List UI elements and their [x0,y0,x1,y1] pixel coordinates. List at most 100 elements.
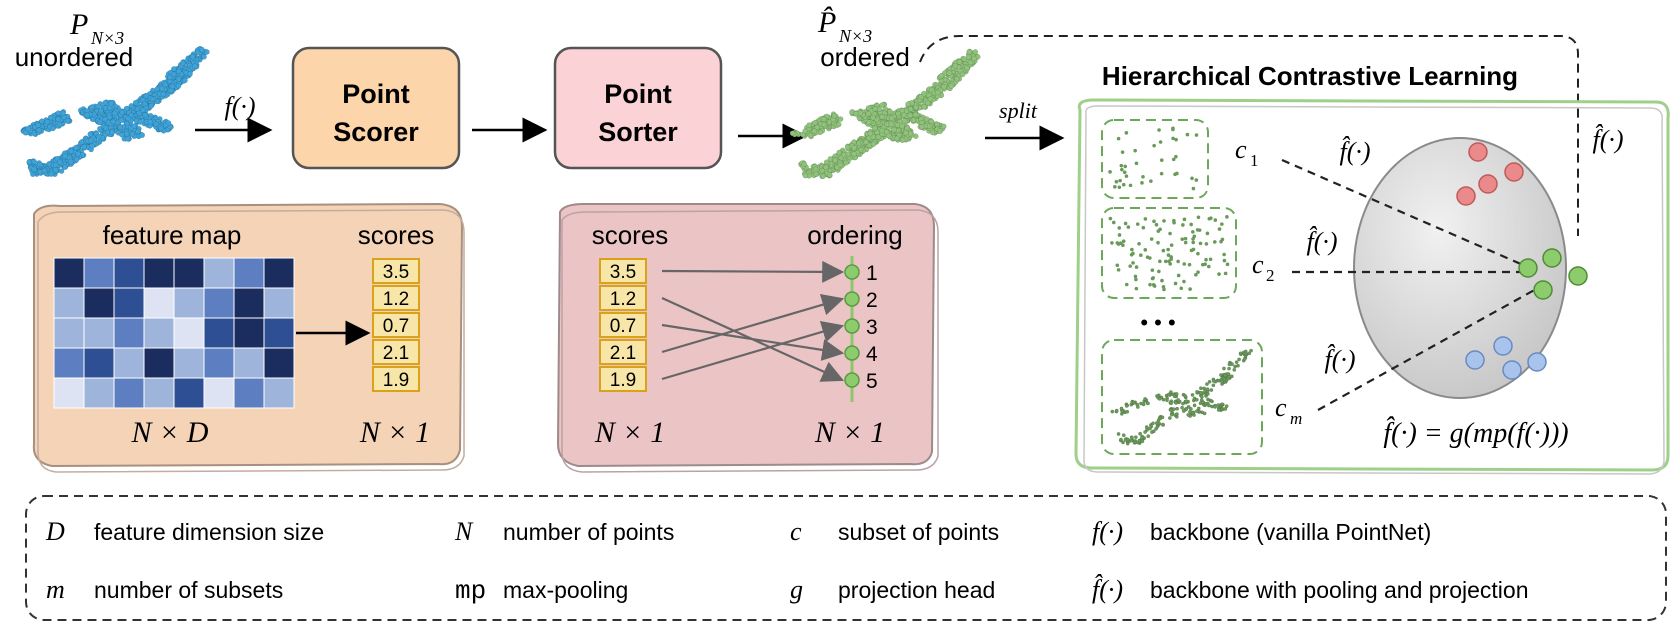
heatmap-cell [263,287,295,319]
scorer-score-value: 0.7 [383,316,409,337]
subset-point [1191,186,1196,191]
point [1184,406,1189,411]
subset-point [1128,183,1133,188]
subset-point [1115,263,1120,268]
point [811,128,818,135]
point [1205,391,1210,396]
subset-point [1158,140,1163,144]
point [148,103,154,109]
point [175,68,182,75]
point [1194,397,1199,402]
point [917,94,924,100]
subset-point [1149,179,1153,183]
subset-point [1194,178,1199,182]
point [68,158,74,165]
point [1237,357,1241,362]
point [1161,422,1165,427]
subset-point [1180,237,1185,241]
point [837,161,844,168]
subset-point [1182,262,1187,266]
point [1172,394,1177,399]
ordering-label: 5 [866,370,878,393]
point [1167,416,1172,420]
point [843,159,849,166]
point [48,171,55,177]
sorter-scores-label: scores [592,220,669,250]
point [1220,379,1224,384]
ordering-dot [844,264,860,280]
legend-text: number of points [503,519,674,545]
point [81,144,88,150]
legend-symbol: f(·) [1092,517,1123,546]
scorer-score-column: 3.51.20.72.11.9 [372,258,420,392]
point [910,117,917,124]
point [837,116,844,122]
mapping-arrow [661,321,845,381]
subset-point [1140,181,1144,185]
heatmap-cell [143,377,175,409]
point [46,160,52,167]
point [123,130,130,137]
point [826,172,833,178]
subset-point [1169,243,1174,247]
subset-point [1174,137,1178,142]
point [1206,397,1210,402]
subset-point [1134,286,1139,291]
ordering-label: 3 [866,316,878,339]
point [1146,434,1151,439]
subset-point [1176,259,1180,264]
subset-point [1124,131,1129,135]
point [1160,415,1165,420]
ordering-dot [844,372,860,388]
subset-point [1123,164,1128,169]
subset-point [1161,248,1166,253]
sorter-ordering-label: ordering [807,220,902,250]
heatmap-cell [83,257,115,289]
subset-point [1189,248,1194,253]
ordering-label: 1 [866,262,878,285]
point [954,75,960,82]
subset-point [1209,216,1213,220]
subset-point [1187,262,1192,267]
output-symbol: P̂ [817,6,836,39]
point [1238,351,1243,356]
subset-point [1194,133,1199,137]
cm-sub: m [1290,409,1302,428]
heatmap-cell [203,257,235,289]
subset-point [1138,253,1143,258]
sorter-score-box [599,366,647,392]
subset-point [1161,284,1166,289]
subset-point [1220,237,1225,242]
point [1138,431,1143,436]
sorter-score-value: 2.1 [610,343,636,364]
subset-point [1159,171,1164,176]
subset-point [1133,148,1137,153]
point [140,107,146,113]
point [888,115,895,121]
subset-point [1169,257,1174,261]
point [44,119,51,125]
point [1184,399,1189,404]
point [1181,409,1186,413]
heatmap-cell [113,287,145,319]
point [946,70,953,76]
point [923,116,930,122]
point [135,128,141,135]
blue-embedding-dot [1465,350,1485,370]
point [1169,412,1174,417]
point [1192,403,1197,408]
point [141,100,148,107]
point [117,124,124,131]
point [1143,397,1147,401]
point [50,125,56,132]
point [22,129,29,136]
point [819,167,825,174]
point [58,168,65,174]
point [1174,392,1179,396]
point [870,134,876,140]
point [1225,377,1230,381]
scorer-score-value: 1.2 [383,289,409,310]
point [128,112,134,119]
input-label: P N×3 unordered [15,8,134,72]
legend-frame [25,495,1667,621]
